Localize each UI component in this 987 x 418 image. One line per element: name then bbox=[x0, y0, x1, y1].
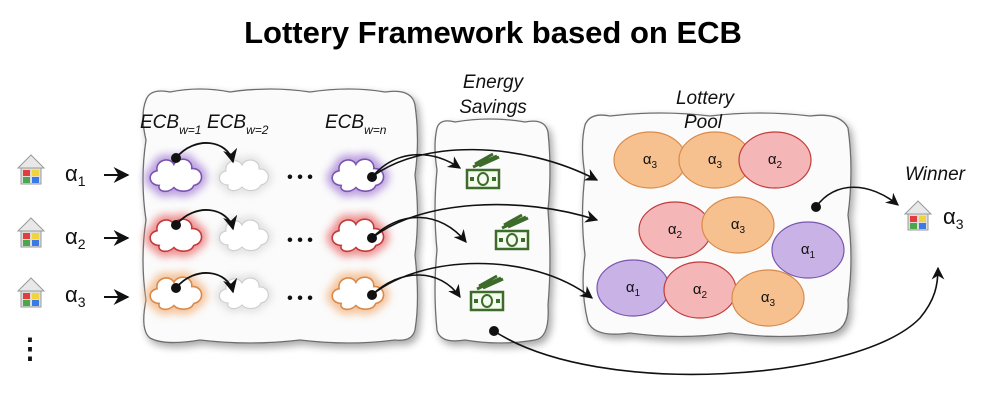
ticket-label: α3 bbox=[731, 216, 746, 236]
ticket-label: α2 bbox=[668, 221, 683, 241]
ticket-label: α1 bbox=[626, 279, 641, 299]
cloud-icon bbox=[219, 278, 268, 309]
ecb-transition-arrows bbox=[171, 142, 238, 294]
cloud-icon bbox=[219, 220, 268, 251]
user-label-1: α1 bbox=[65, 161, 86, 189]
energy-label-line2: Savings bbox=[459, 97, 527, 118]
ticket-label: α3 bbox=[708, 151, 723, 171]
cloud-icon bbox=[150, 159, 201, 191]
user-row-2: α2 bbox=[17, 217, 86, 252]
ticket-group: α3 α3 α2 α2 α3 α1 α1 α2 α3 bbox=[596, 131, 845, 327]
egg-ticket bbox=[738, 131, 812, 189]
ticket-label: α2 bbox=[768, 151, 783, 171]
pool-ticket: α1 bbox=[596, 259, 670, 317]
pool-ticket: α3 bbox=[731, 269, 805, 327]
ecb-ellipsis-2: • • • bbox=[287, 232, 313, 249]
egg-ticket bbox=[771, 221, 845, 279]
cloud-icon bbox=[150, 277, 201, 309]
pool-ticket: α2 bbox=[738, 131, 812, 189]
egg-ticket bbox=[731, 269, 805, 327]
cloud-icon bbox=[219, 160, 268, 191]
ticket-label: α3 bbox=[761, 289, 776, 309]
ticket-label: α3 bbox=[643, 151, 658, 171]
ecb-label-w2: ECBw=2 bbox=[207, 112, 269, 137]
pool-ticket: α3 bbox=[701, 196, 775, 254]
flow-arrows bbox=[367, 148, 945, 376]
user-row-1: α1 bbox=[17, 154, 86, 189]
winner-label: Winner bbox=[905, 164, 966, 185]
winner-user: α3 bbox=[943, 204, 964, 232]
ticket-label: α2 bbox=[693, 281, 708, 301]
ticket-label: α1 bbox=[801, 241, 816, 261]
ecb-ellipsis-1: • • • bbox=[287, 169, 313, 186]
ecb-label-w1: ECBw=1 bbox=[140, 112, 201, 137]
ecb-label-wn: ECBw=n bbox=[325, 112, 387, 137]
house-icon bbox=[17, 217, 45, 248]
pool-ticket: α2 bbox=[663, 261, 737, 319]
energy-label-line1: Energy bbox=[463, 72, 525, 93]
more-users-ellipsis: ⋮ bbox=[16, 333, 44, 364]
user-label-3: α3 bbox=[65, 282, 86, 310]
ecb-ellipsis-3: • • • bbox=[287, 290, 313, 307]
pool-ticket: α1 bbox=[771, 221, 845, 279]
pool-ticket: α2 bbox=[638, 201, 712, 259]
egg-ticket bbox=[701, 196, 775, 254]
house-icon bbox=[904, 200, 932, 231]
lottery-label-line2: Pool bbox=[684, 112, 723, 133]
diagram-title: Lottery Framework based on ECB bbox=[244, 15, 742, 50]
house-icon bbox=[17, 277, 45, 308]
lottery-label-line1: Lottery bbox=[676, 88, 736, 109]
house-icon bbox=[17, 154, 45, 185]
energy-savings-panel bbox=[434, 118, 551, 344]
user-label-2: α2 bbox=[65, 224, 86, 252]
user-row-3: α3 bbox=[17, 277, 86, 310]
pool-ticket: α3 bbox=[613, 131, 687, 189]
